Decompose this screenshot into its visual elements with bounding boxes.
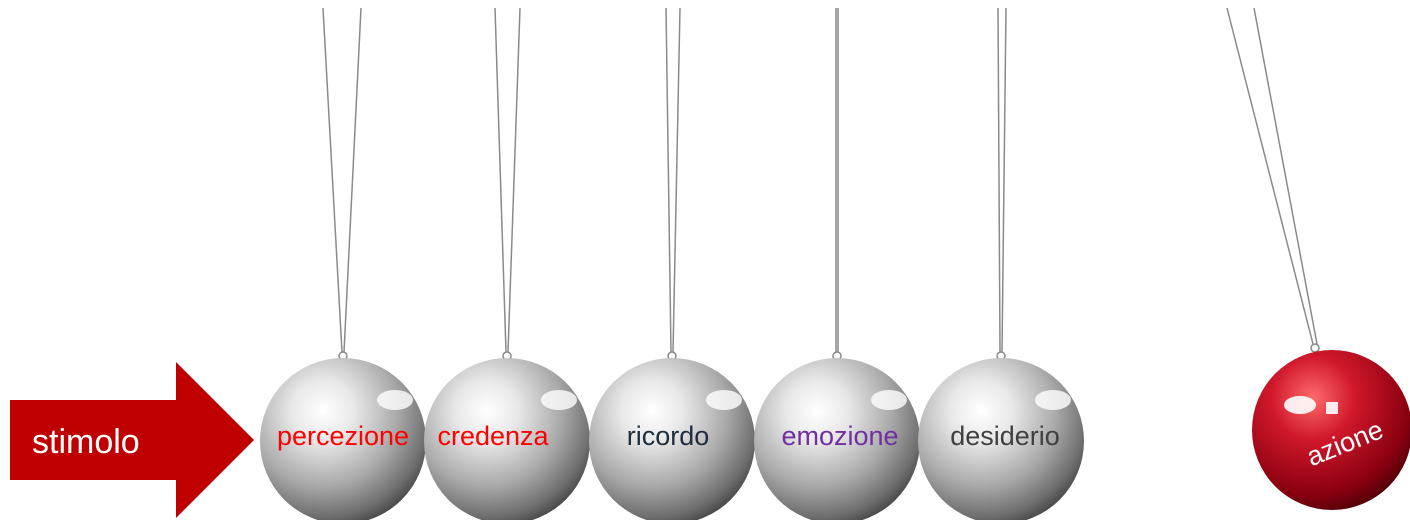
ball-highlight: [1284, 396, 1316, 414]
string: [666, 8, 671, 352]
ball-ricordo: ricordo: [589, 352, 755, 520]
string: [1002, 8, 1006, 352]
string: [495, 8, 506, 352]
ball-desiderio: desiderio: [918, 352, 1084, 520]
string: [323, 8, 342, 352]
stimulus-label: stimolo: [32, 423, 140, 461]
ball-highlight: [871, 390, 907, 410]
string: [508, 8, 520, 352]
ball-label: credenza: [437, 421, 549, 451]
ball-highlight: [377, 390, 413, 410]
string: [1254, 8, 1317, 344]
ball-highlight: [706, 390, 742, 410]
ball-label: ricordo: [627, 421, 710, 451]
stimulus-arrow: stimolo: [10, 362, 254, 518]
ball-label: emozione: [781, 421, 898, 451]
ball-emozione: emozione: [754, 352, 920, 520]
ball-credenza: credenza: [424, 352, 590, 520]
strings: [323, 8, 1317, 352]
string: [998, 8, 1000, 352]
string: [344, 8, 361, 352]
ball-highlight: [541, 390, 577, 410]
ball-sphere: [1252, 350, 1410, 510]
ball-percezione: percezione: [260, 352, 426, 520]
ball-highlight: [1035, 390, 1071, 410]
ball-azione: azione: [1252, 344, 1410, 510]
string: [1227, 8, 1313, 344]
ball-hook: [1311, 344, 1319, 352]
ball-label: desiderio: [950, 421, 1060, 451]
ball-label: percezione: [277, 421, 409, 451]
ball-highlight: [1326, 402, 1338, 414]
string: [673, 8, 680, 352]
